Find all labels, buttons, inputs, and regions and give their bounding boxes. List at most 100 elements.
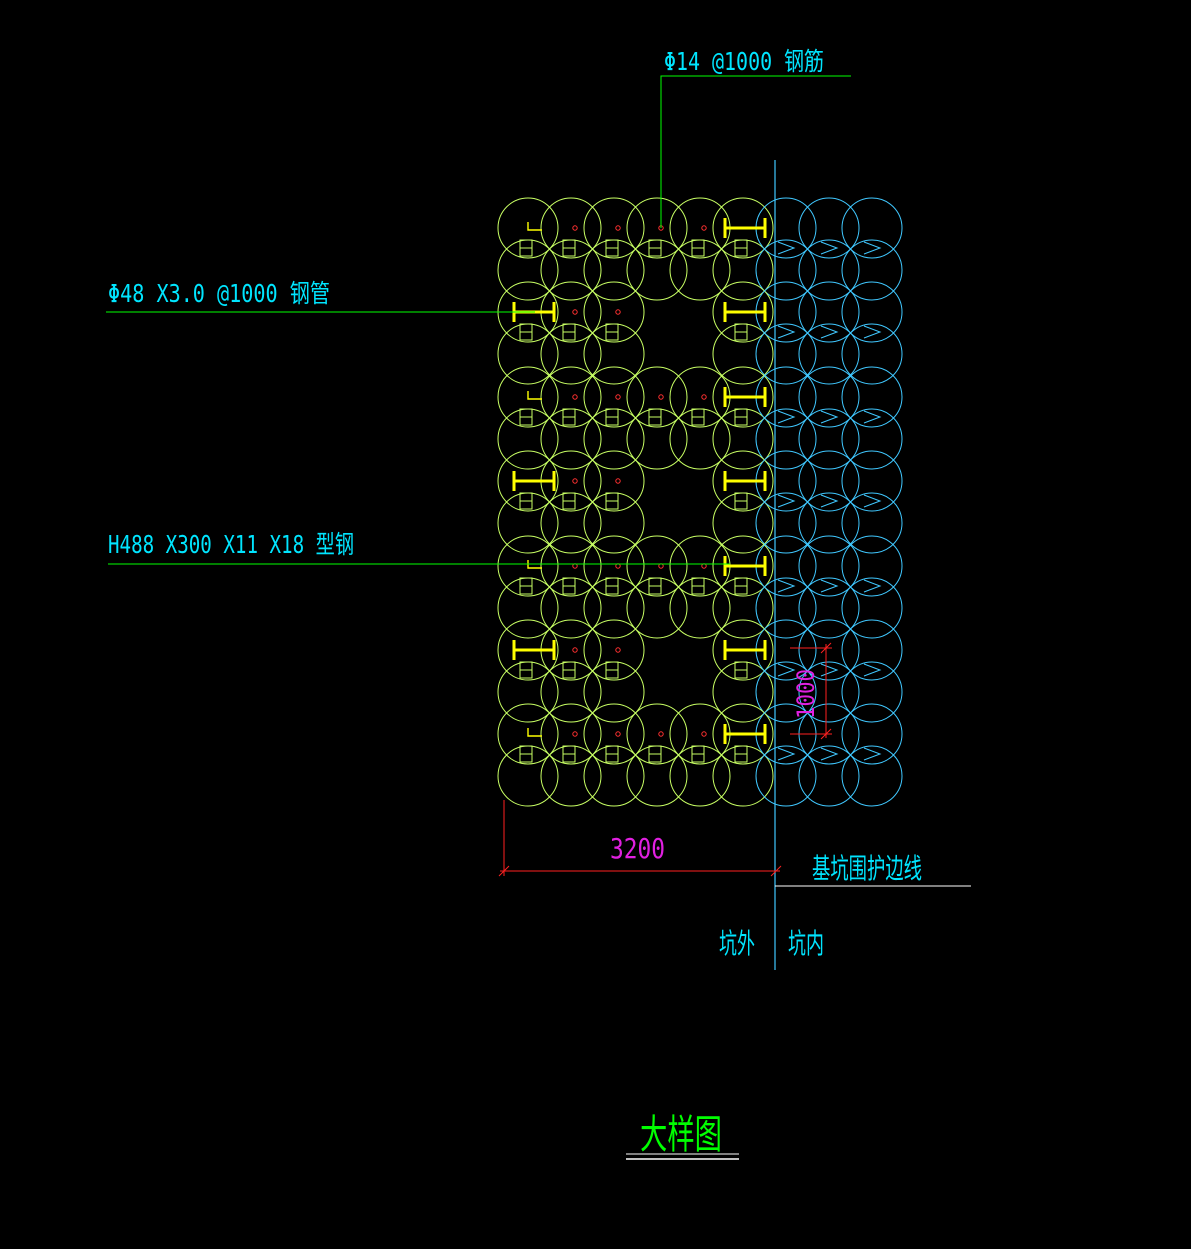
pile-grid	[497, 197, 903, 807]
pile-mark	[605, 753, 619, 763]
pile-circle	[755, 408, 817, 470]
h-beam-group	[512, 218, 767, 744]
pile-circle	[841, 661, 903, 723]
pile-mark	[562, 247, 576, 257]
pile-mark	[605, 669, 619, 679]
pile-circle	[583, 619, 645, 681]
pile-circle	[712, 281, 774, 343]
pile-circle	[841, 745, 903, 807]
pile-circle	[497, 619, 559, 681]
pile-circle	[798, 239, 860, 301]
pile-circle	[798, 661, 860, 723]
pile-mark	[562, 669, 576, 679]
pile-circle	[798, 281, 860, 343]
pile-circle	[497, 535, 559, 597]
pile-circle	[841, 492, 903, 554]
pile-mark	[562, 416, 576, 426]
rebar-dot	[572, 394, 578, 400]
pile-circle	[712, 703, 774, 765]
pile-mark	[648, 753, 662, 763]
pile-mark	[562, 585, 576, 595]
width-dimension-text: 3200	[610, 832, 665, 865]
pile-circle	[497, 703, 559, 765]
pile-mark	[519, 585, 533, 595]
h-beam-icon	[512, 471, 556, 491]
rebar-dot	[572, 478, 578, 484]
pile-circle	[841, 703, 903, 765]
pile-circle	[841, 239, 903, 301]
pile-mark	[519, 247, 533, 257]
h-beam-label: H488 X300 X11 X18 型钢	[108, 530, 354, 559]
cone-marker	[777, 747, 796, 761]
h-beam-icon	[723, 556, 767, 576]
pile-circle	[583, 450, 645, 512]
rebar-dot	[572, 309, 578, 315]
rebar-dot	[615, 309, 621, 315]
pile-mark	[605, 416, 619, 426]
pile-circle	[798, 323, 860, 385]
pit-inside-label: 坑内	[788, 927, 824, 960]
pile-circle	[540, 366, 602, 428]
pile-circle	[626, 366, 688, 428]
pile-circle	[497, 366, 559, 428]
pile-mark	[562, 331, 576, 341]
rebar-dot	[615, 647, 621, 653]
pitch-dimension: 1000	[790, 642, 832, 740]
pile-mark	[691, 585, 705, 595]
cone-marker	[863, 241, 882, 255]
pile-mark	[648, 247, 662, 257]
bracket-marker	[527, 728, 542, 737]
width-dimension: 3200	[498, 800, 782, 877]
pile-mark	[734, 247, 748, 257]
cone-marker	[820, 325, 839, 339]
h-beam-icon	[723, 302, 767, 322]
cone-marker	[820, 410, 839, 424]
pile-circle	[755, 323, 817, 385]
pile-circle	[583, 535, 645, 597]
pile-mark	[605, 247, 619, 257]
pile-circle	[497, 197, 559, 259]
pile-mark	[734, 669, 748, 679]
pile-circle	[798, 408, 860, 470]
cone-marker	[863, 325, 882, 339]
pile-mark	[519, 331, 533, 341]
pile-circle	[798, 197, 860, 259]
pile-circle	[712, 366, 774, 428]
pile-mark	[648, 585, 662, 595]
pile-circle	[755, 492, 817, 554]
drawing-title: 大样图	[640, 1112, 722, 1158]
pile-circle	[712, 619, 774, 681]
cone-marker	[777, 410, 796, 424]
pitch-dimension-text: 1000	[792, 669, 820, 719]
pile-circle	[540, 197, 602, 259]
pile-circle	[755, 745, 817, 807]
pile-circle	[841, 408, 903, 470]
cone-marker	[820, 579, 839, 593]
pile-mark	[562, 753, 576, 763]
cone-marker	[863, 410, 882, 424]
pile-mark	[519, 500, 533, 510]
pile-circle	[540, 535, 602, 597]
pile-circle	[626, 197, 688, 259]
pile-mark	[605, 500, 619, 510]
pile-circle	[583, 703, 645, 765]
pile-circle	[583, 197, 645, 259]
bracket-marker	[527, 222, 542, 231]
cone-marker	[863, 663, 882, 677]
cone-marker	[863, 579, 882, 593]
rebar-dot	[658, 731, 664, 737]
pile-circle	[841, 323, 903, 385]
pile-circle	[712, 535, 774, 597]
rebar-dot	[615, 225, 621, 231]
pile-circle	[798, 619, 860, 681]
pile-circle	[798, 492, 860, 554]
pile-circle	[626, 535, 688, 597]
h-beam-icon	[723, 471, 767, 491]
cone-marker	[863, 747, 882, 761]
pile-mark	[562, 500, 576, 510]
pile-circle	[583, 281, 645, 343]
rebar-label: Φ14 @1000 钢筋	[664, 47, 824, 76]
pile-mark	[605, 331, 619, 341]
cone-marker	[777, 494, 796, 508]
pile-circle	[798, 450, 860, 512]
